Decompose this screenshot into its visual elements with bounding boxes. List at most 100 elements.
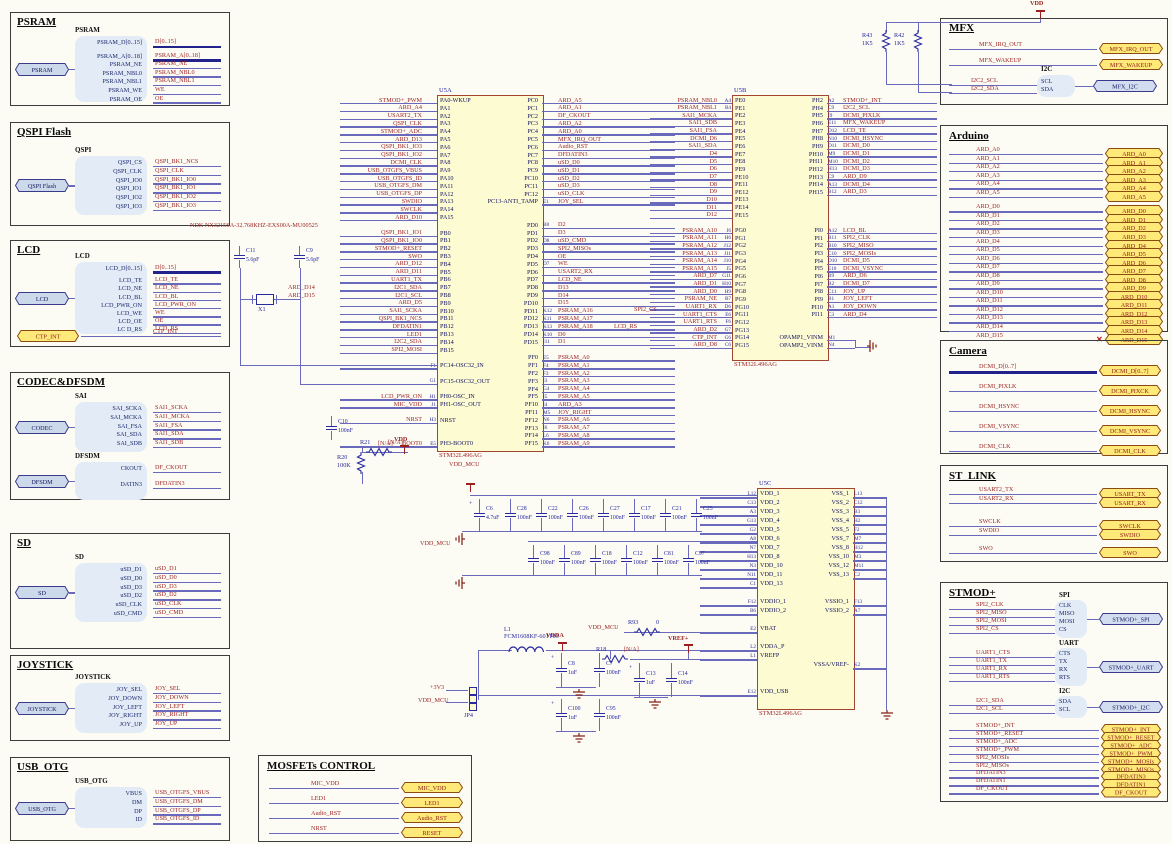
- net-label: JOY_UP: [155, 720, 178, 728]
- net-wire: [949, 745, 1099, 748]
- net-label-float: SPI2_CS: [634, 306, 657, 313]
- pin-name: PI2: [814, 242, 823, 250]
- net-label: SAI1_MCKA: [682, 111, 717, 119]
- net-label: D10: [706, 195, 717, 203]
- pin-wire: [542, 118, 675, 120]
- pin-name: PA4: [440, 128, 451, 136]
- svg-text:DFDATIN1: DFDATIN1: [1116, 782, 1146, 789]
- pin-name: PA2: [440, 112, 451, 120]
- sheet-port-LCD: LCD: [14, 291, 70, 305]
- net-label: I2C2_SCL: [843, 104, 870, 112]
- capacitor-value: 100nF: [641, 514, 656, 521]
- pin-number: A12: [828, 227, 837, 234]
- svg-text:STMOD+_SPI: STMOD+_SPI: [1112, 616, 1149, 623]
- capacitor-plate: [505, 515, 516, 518]
- port-label: QSPI_IO0: [115, 176, 142, 184]
- connector-label: JOYSTICK: [75, 673, 111, 681]
- net-label: D12: [706, 211, 717, 219]
- tag-link: [1075, 86, 1093, 88]
- net-label: uSD_D3: [155, 582, 177, 590]
- port-label: SAI_SDB: [116, 440, 142, 448]
- pin-wire: [650, 217, 732, 219]
- pin-name: PB1: [440, 237, 451, 245]
- net-label: MFX_WAKEUP: [979, 57, 1022, 64]
- pin-name: PA11: [440, 182, 454, 190]
- net-label-float: +3V3: [430, 684, 445, 691]
- net-label: ARD_D7: [693, 272, 717, 280]
- net-label: uSD_D2: [558, 174, 580, 182]
- svg-text:ARD_D7: ARD_D7: [1122, 268, 1146, 275]
- svg-text:ARD_A3: ARD_A3: [1122, 176, 1146, 183]
- pin-name: PA6: [440, 143, 451, 151]
- pin-name: PH4: [811, 104, 823, 112]
- pin-number: C10: [828, 250, 837, 257]
- net-wire: [153, 447, 221, 449]
- net-label: ARD_D14: [976, 323, 1003, 330]
- block-title-lcd: LCD: [17, 244, 41, 256]
- net-label: ARD_D1: [693, 280, 717, 288]
- chip-refdes: U5A: [439, 87, 452, 94]
- net-wire: [949, 171, 1103, 173]
- sheet-port-STMOD+_UART: STMOD+_UART: [1098, 661, 1164, 673]
- block-title-codec: CODEC&DFSDM: [17, 376, 105, 388]
- net-label: PSRAM_A2: [558, 369, 590, 377]
- pin-name: PE2: [735, 112, 746, 120]
- port-label: RX: [1059, 666, 1068, 673]
- pin-wire: [853, 560, 886, 562]
- net-label: SAI1_SDA: [155, 430, 184, 438]
- net-label: QSPI_CLK: [393, 119, 422, 127]
- pin-name: PG10: [735, 303, 750, 311]
- connector-body-joystick: [75, 683, 147, 733]
- net-label: MFX_IRQ_OUT: [979, 41, 1022, 48]
- svg-text:Audio_RST: Audio_RST: [417, 815, 447, 822]
- pin-name: PE14: [735, 204, 749, 212]
- connector-body-SPI: [1055, 600, 1087, 638]
- port-label: uSD_D1: [120, 566, 142, 573]
- capacitor-lead: [671, 663, 673, 678]
- pin-name: VSS_4: [831, 517, 849, 524]
- capacitor-lead: [572, 517, 574, 531]
- capacitor-lead: [510, 517, 512, 531]
- net-label-float: L1: [504, 626, 511, 633]
- capacitor-plate: [634, 677, 645, 680]
- pin-name: PG4: [735, 257, 747, 265]
- pin-number: J6: [726, 227, 731, 234]
- pin-name: PD11: [524, 307, 538, 315]
- pin-number: H13: [747, 553, 756, 560]
- pin-number: D8: [543, 237, 550, 244]
- pin-name: PH8: [811, 135, 823, 143]
- pin-number: C13: [747, 499, 756, 506]
- pin-wire: [827, 110, 937, 112]
- capacitor-ref: C18: [602, 550, 612, 557]
- capacitor-plate: [683, 560, 694, 563]
- net-label: PSRAM_A15: [682, 264, 717, 272]
- resistor-R20: [356, 452, 366, 474]
- svg-text:USB_OTG: USB_OTG: [28, 805, 56, 812]
- pin-wire: [340, 212, 437, 214]
- pin-number: H9: [724, 288, 731, 295]
- net-wire: [949, 673, 1055, 675]
- net-label: ARD_D4: [843, 310, 867, 318]
- capacitor-value: 100nF: [571, 559, 586, 566]
- pin-wire: [340, 142, 437, 144]
- pin-name: PI7: [814, 280, 823, 288]
- pin-number: C11: [828, 288, 837, 295]
- pin-name: PI5: [814, 265, 823, 273]
- net-label: SAI1_SCKA: [155, 404, 188, 411]
- pin-wire: [650, 317, 732, 319]
- net-label: PSRAM_NBL1: [677, 104, 717, 112]
- wire: [556, 687, 596, 689]
- resistor-ref: R93: [628, 619, 639, 626]
- port-label: QSPI_IO3: [115, 203, 142, 210]
- net-wire: [949, 494, 1097, 496]
- block-title-psram: PSRAM: [17, 16, 57, 28]
- net-label: PSRAM_A[0..18]: [155, 51, 201, 59]
- pin-number: K12: [543, 308, 552, 315]
- net-label: QSPI_BK1_IO0: [155, 175, 196, 183]
- pin-name: PB13: [440, 331, 454, 338]
- block-title-st-link: ST_LINK: [949, 470, 997, 482]
- pin-number: K2: [854, 661, 861, 668]
- net-label: ARD_D10: [395, 213, 422, 221]
- pin-wire: [340, 344, 437, 347]
- pin-name: PF10: [524, 401, 538, 409]
